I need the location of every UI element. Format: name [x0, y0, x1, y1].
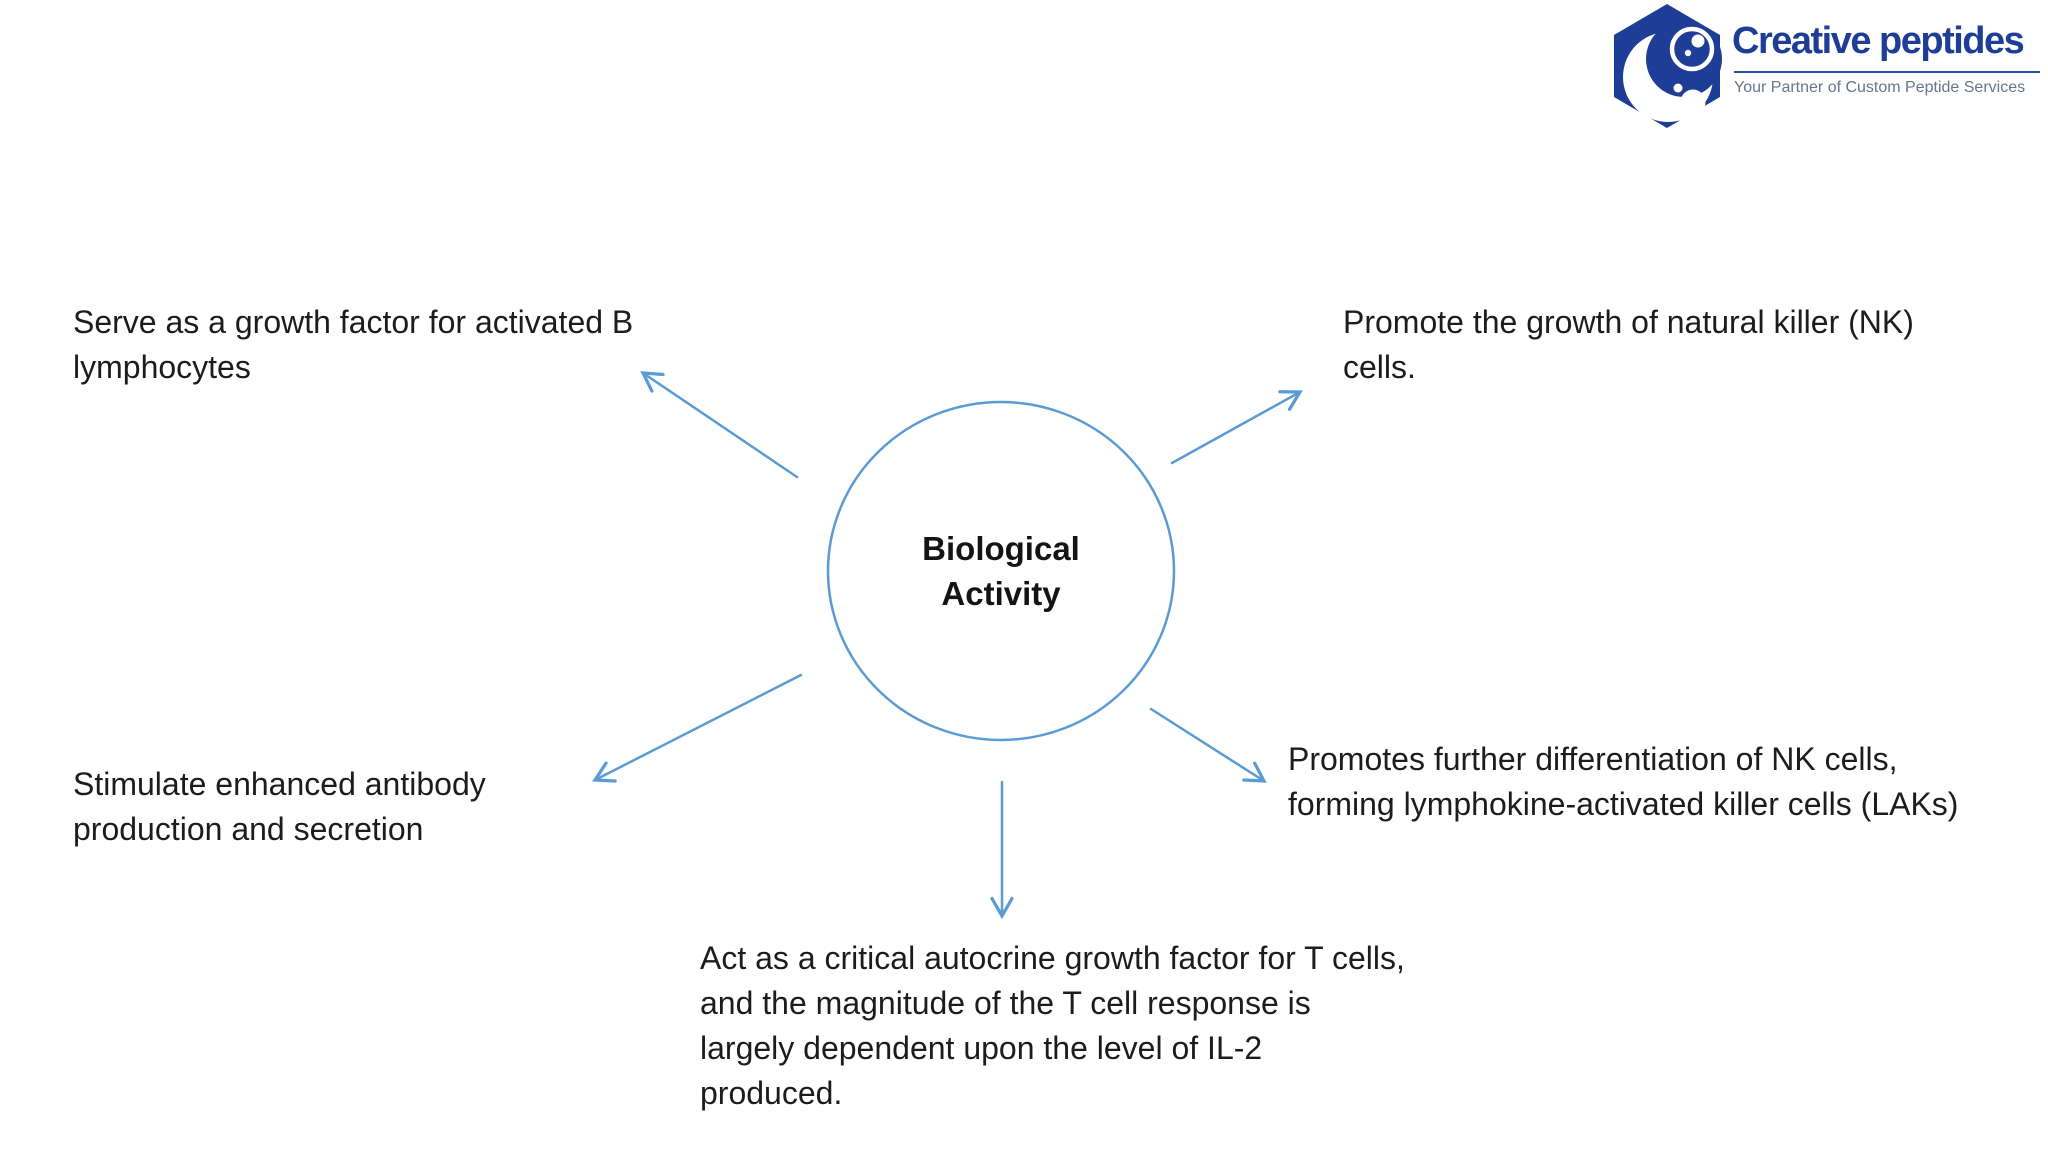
logo-underline: [1734, 71, 2040, 73]
node-text-top-left: Serve as a growth factor for activated B…: [73, 304, 634, 385]
logo-tagline: Your Partner of Custom Peptide Services: [1734, 79, 2026, 96]
node-text-bottom-left: Stimulate enhanced antibody production a…: [73, 766, 486, 847]
node-text-top-right: Promote the growth of natural killer (NK…: [1343, 304, 1914, 385]
node-text-bottom-right: Promotes further differentiation of NK c…: [1288, 741, 1959, 822]
center-circle-label: Biological Activity: [922, 530, 1080, 612]
arrow-top-left: [640, 371, 799, 479]
arrow-top-right: [1170, 390, 1303, 465]
arrow-bottom-left: [592, 673, 803, 783]
arrow-bottom-right: [1149, 707, 1267, 783]
logo-brand-name: Creative peptides: [1732, 20, 2025, 62]
creative-peptides-logo-icon: [1614, 4, 1722, 128]
center-circle: [826, 400, 1176, 742]
node-text-bottom: Act as a critical autocrine growth facto…: [700, 940, 1405, 1111]
